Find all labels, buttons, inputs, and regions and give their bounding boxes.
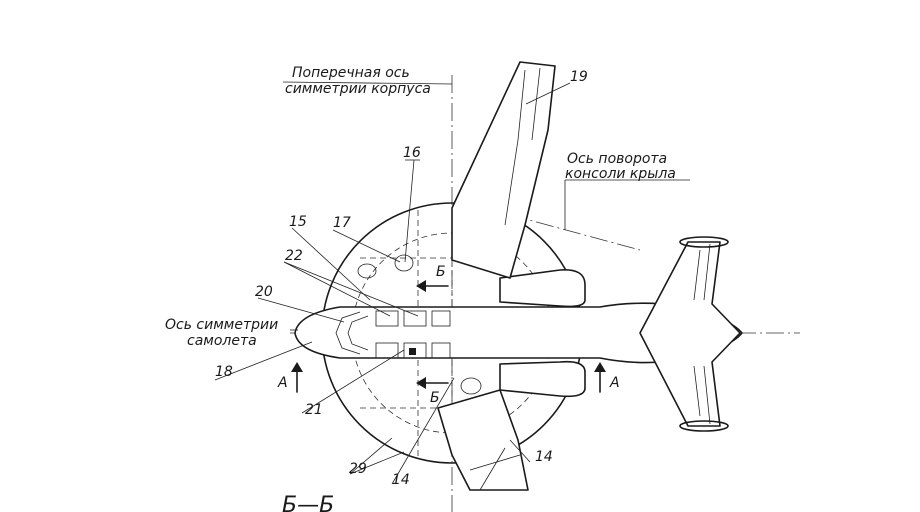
cockpit-glazing	[335, 311, 361, 355]
leader-line	[404, 159, 415, 263]
seat	[431, 310, 451, 327]
leader-line	[291, 227, 371, 301]
label-aircraft-axis-line2: самолета	[187, 333, 257, 349]
hull-fitting	[460, 377, 482, 395]
wing-aileron-lower	[469, 447, 521, 491]
callout-29: 29	[349, 461, 367, 477]
seat	[403, 310, 427, 327]
section-arrow-b-top-head	[416, 280, 426, 292]
callout-22: 22	[285, 248, 303, 264]
wing-console-lower	[437, 389, 529, 491]
seat	[431, 342, 451, 359]
seat-dark	[409, 348, 416, 355]
tail-elevator	[693, 243, 711, 425]
hull-fitting	[357, 263, 377, 279]
leader-line	[391, 377, 455, 485]
section-title: Б—Б	[282, 493, 334, 512]
leader-line	[214, 341, 313, 381]
wing-aileron-upper	[504, 67, 541, 226]
callout-14-right: 14	[535, 449, 553, 465]
fuselage-outline	[294, 302, 743, 364]
section-mark-a-right: А	[609, 375, 620, 391]
label-hull-axis-line2: симметрии корпуса	[285, 81, 431, 97]
callout-14-bottom: 14	[392, 472, 410, 488]
label-wing-pivot-line1: Ось поворота	[567, 151, 667, 167]
section-mark-b-bottom: Б	[430, 390, 440, 406]
engine-nacelle-top	[499, 268, 586, 308]
leader-line	[283, 261, 419, 317]
leader-line	[282, 81, 453, 85]
leader-line	[349, 437, 393, 475]
hull-fitting	[394, 254, 414, 272]
section-arrow-a-right-head	[594, 362, 606, 372]
callout-21: 21	[305, 402, 323, 418]
leader-line	[283, 261, 391, 317]
wing-console-upper	[451, 61, 556, 279]
seat	[403, 342, 427, 359]
section-mark-b-top: Б	[436, 264, 446, 280]
tail-stabilizer	[639, 241, 741, 427]
callout-17: 17	[333, 215, 351, 231]
leader-line	[349, 451, 405, 475]
leader-line	[525, 82, 571, 105]
callout-19: 19	[570, 69, 588, 85]
callout-18: 18	[215, 364, 233, 380]
tail-tip	[679, 236, 729, 248]
cockpit-glazing	[347, 315, 369, 351]
leader-line	[301, 349, 405, 414]
seat	[375, 310, 399, 327]
label-aircraft-axis-line1: Ось симметрии	[165, 317, 278, 333]
leader-line	[509, 439, 531, 463]
leader-line	[332, 229, 401, 263]
seat	[375, 342, 399, 359]
tail-tip	[679, 420, 729, 432]
section-arrow-b-bottom-head	[416, 377, 426, 389]
engine-nacelle-bottom	[499, 360, 586, 398]
callout-20: 20	[255, 284, 273, 300]
callout-15: 15	[289, 214, 307, 230]
callout-16: 16	[403, 145, 421, 161]
section-arrow-a-left-head	[291, 362, 303, 372]
label-hull-axis-line1: Поперечная ось	[292, 65, 410, 81]
section-mark-a-left: А	[277, 375, 288, 391]
label-wing-pivot-line2: консоли крыла	[565, 166, 676, 182]
leader-line	[257, 297, 345, 323]
